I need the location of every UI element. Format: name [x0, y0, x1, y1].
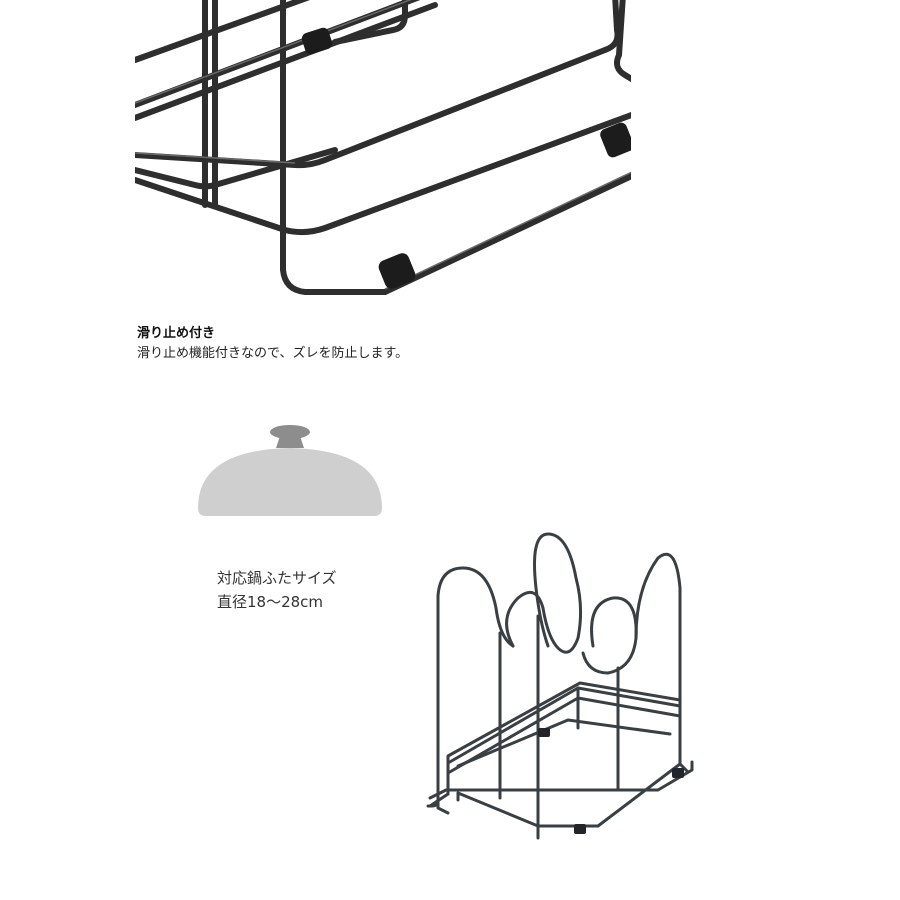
rack-line-drawing [418, 528, 700, 858]
lid-size-heading: 対応鍋ふたサイズ [217, 569, 337, 587]
wire-rack-closeup [135, 0, 631, 295]
feature-title: 滑り止め付き [137, 326, 216, 341]
feature-description: 滑り止め機能付きなので、ズレを防止します。 [137, 346, 409, 361]
pot-lid-illustration [194, 418, 386, 520]
lid-rack-icon [426, 532, 694, 840]
lid-size-label: 対応鍋ふたサイズ 直径18〜28cm [217, 566, 337, 614]
lid-size-diameter: 直径18〜28cm [217, 593, 324, 611]
pot-lid-icon [198, 425, 382, 516]
product-closeup-photo [135, 0, 631, 320]
